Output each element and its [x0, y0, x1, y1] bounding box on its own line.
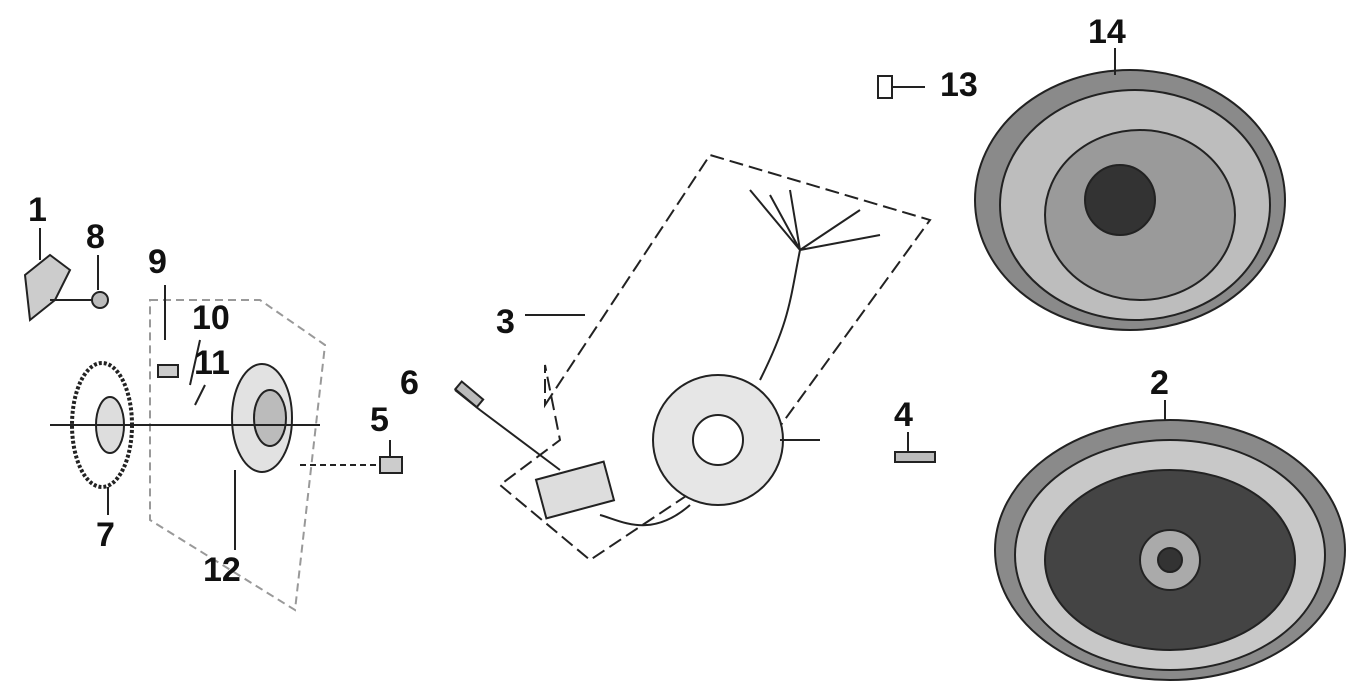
callout-2: 2: [1150, 364, 1169, 402]
rotor-part-12: [231, 363, 293, 473]
key-part-13: [877, 75, 893, 99]
bolt-part-5: [379, 456, 403, 474]
pickup-coil: [534, 460, 616, 520]
callout-3: 3: [496, 303, 515, 341]
callout-9: 9: [148, 243, 167, 281]
bracket-part-1: [23, 253, 72, 322]
callout-5: 5: [370, 401, 389, 439]
callout-14: 14: [1088, 13, 1126, 51]
group-12-outline: [149, 299, 327, 612]
callout-10: 10: [192, 299, 230, 337]
callout-4: 4: [894, 396, 913, 434]
callout-13: 13: [940, 66, 978, 104]
bolt-part-4: [894, 451, 936, 463]
wire-harness: [599, 189, 881, 527]
stator-assembly-outline: [498, 153, 932, 562]
callout-8: 8: [86, 218, 105, 256]
callout-6: 6: [400, 364, 419, 402]
bolt-part-8: [91, 291, 109, 309]
callout-12: 12: [203, 551, 241, 589]
callout-11: 11: [194, 344, 230, 382]
callout-1: 1: [28, 191, 47, 229]
screw-part-6: [453, 380, 485, 409]
flywheel-part-14: [974, 69, 1286, 331]
flywheel-part-2: [994, 419, 1346, 681]
pin-part-9: [157, 364, 179, 378]
stator-part-3: [652, 374, 784, 506]
callout-7: 7: [96, 516, 115, 554]
